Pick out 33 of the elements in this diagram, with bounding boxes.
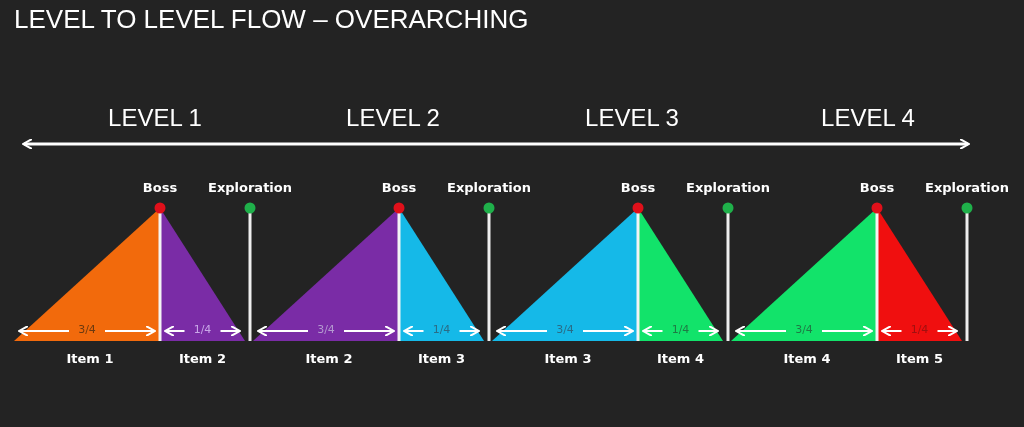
fraction-label: 3/4: [317, 323, 335, 336]
level-heading: LEVEL 1: [108, 104, 202, 132]
item-label: Item 4: [783, 351, 831, 366]
exploration-label: Exploration: [925, 180, 1009, 195]
level-heading: LEVEL 2: [346, 104, 440, 132]
fraction-label: 1/4: [910, 323, 929, 336]
level-heading: LEVEL 4: [821, 104, 915, 132]
exploration-label: Exploration: [447, 180, 531, 195]
boss-label: Boss: [142, 180, 178, 195]
exploration-marker: [210, 180, 290, 341]
fraction-label: 3/4: [795, 323, 813, 336]
fraction-label: 1/4: [432, 323, 451, 336]
item-label: Item 2: [305, 351, 353, 366]
exploration-label: Exploration: [686, 180, 770, 195]
exploration-marker: [927, 180, 1007, 341]
level-heading: LEVEL 3: [585, 104, 679, 132]
fraction-label: 1/4: [671, 323, 690, 336]
title: LEVEL TO LEVEL FLOW – OVERARCHING: [14, 4, 529, 35]
fraction-label: 3/4: [556, 323, 574, 336]
boss-label: Boss: [620, 180, 656, 195]
item-label: Item 4: [657, 351, 704, 366]
item-label: Item 2: [179, 351, 226, 366]
item-label: Item 5: [896, 351, 943, 366]
exploration-marker: [449, 180, 529, 341]
fraction-label: 3/4: [78, 323, 96, 336]
exploration-marker: [688, 180, 768, 341]
boss-label: Boss: [381, 180, 417, 195]
fraction-label: 1/4: [193, 323, 212, 336]
exploration-label: Exploration: [208, 180, 292, 195]
item-label: Item 1: [66, 351, 114, 366]
item-label: Item 3: [544, 351, 592, 366]
boss-label: Boss: [859, 180, 895, 195]
item-label: Item 3: [418, 351, 465, 366]
